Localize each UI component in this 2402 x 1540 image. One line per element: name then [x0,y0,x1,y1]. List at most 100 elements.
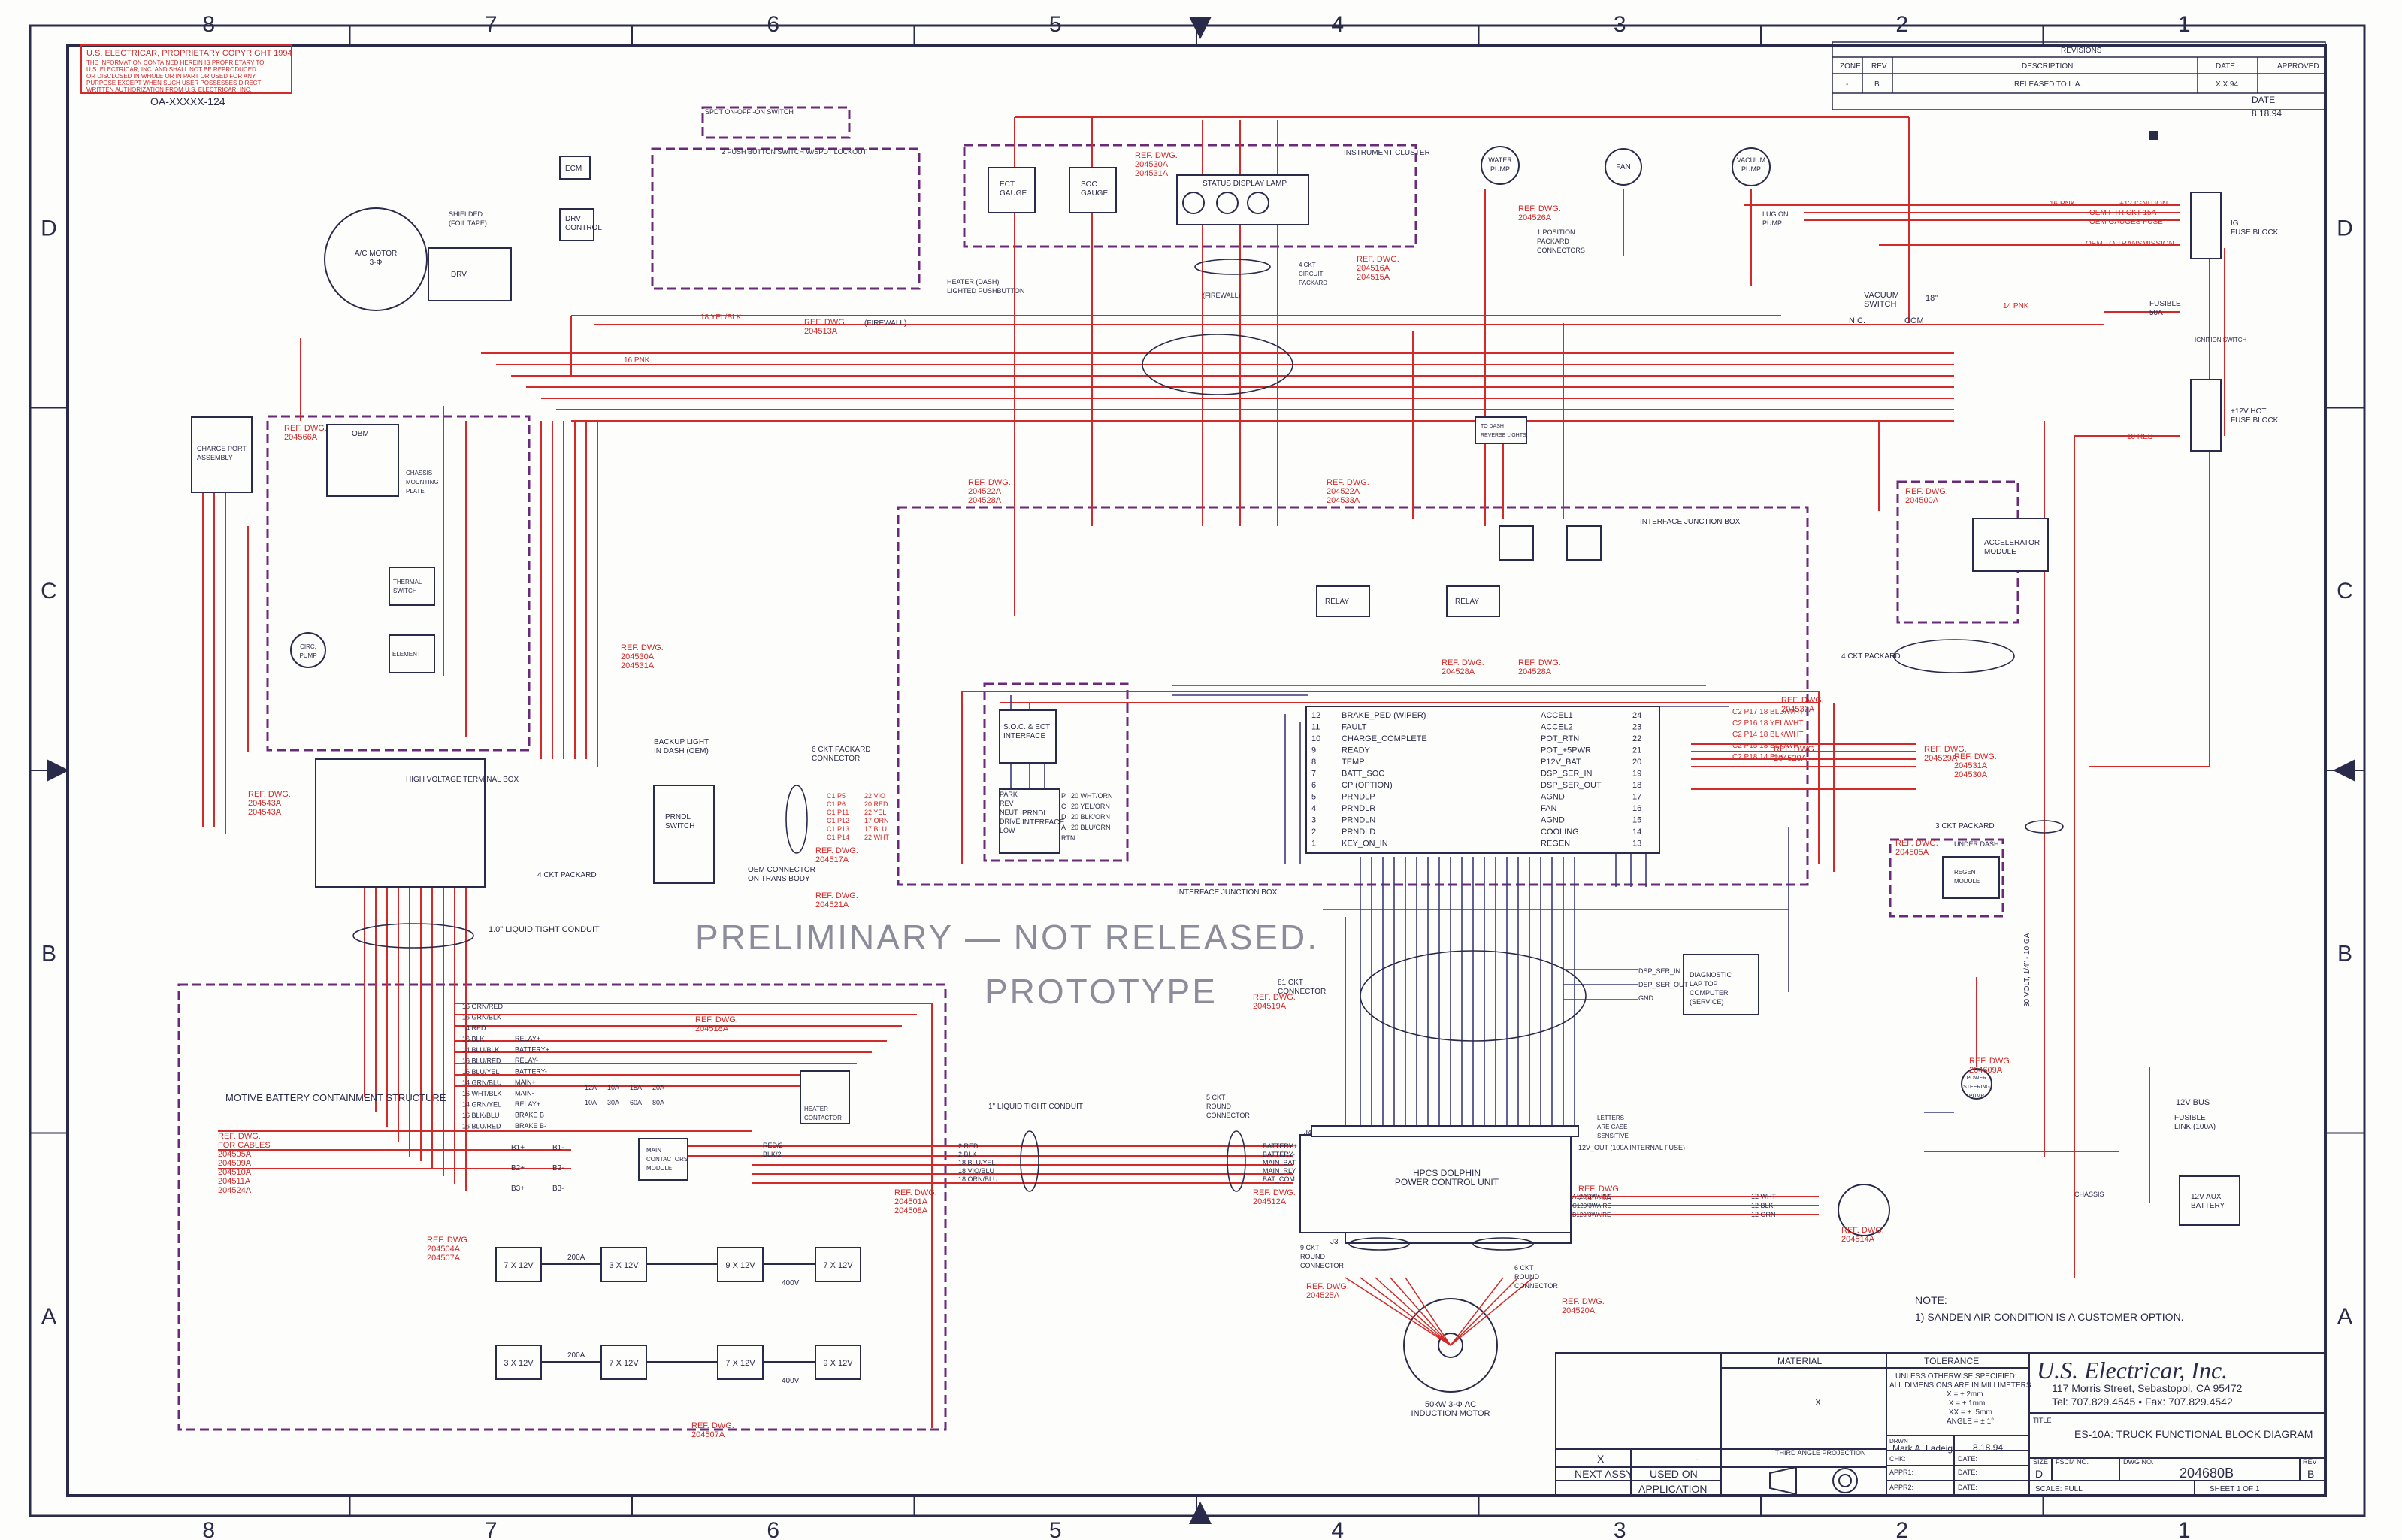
battery-pack-box [717,1345,764,1380]
interface-pin-label: CP (OPTION) [1342,781,1393,790]
label-circuit-4: PACKARD [1299,280,1327,286]
battery-pin: BRAKE B+ [515,1112,548,1119]
interface-pin-label: P12V_BAT [1541,758,1581,767]
prndl-wire: 20 YEL/ORN [1071,803,1110,810]
tb-tol2: .X = ± 1mm [1947,1399,1985,1408]
packard-pin: C1 P12 [827,817,849,824]
fuse-200a: 200A [567,1254,585,1262]
relay-2-box [1446,585,1500,617]
firewall-label: (FIREWALL) [864,319,906,328]
water-pump-icon [1481,146,1520,185]
conduit-ellipses [352,259,2064,1251]
rev-h-zone: ZONE [1840,62,1861,71]
zone-label-top-7: 7 [485,12,498,37]
fuse-amp: 30A [607,1099,619,1106]
battery-pin: MAIN- [515,1090,534,1097]
zone-label-left-A: A [41,1304,56,1329]
copyright-heading: U.S. ELECTRICAR, PROPRIETARY COPYRIGHT 1… [86,49,292,58]
diag-pin: DSP_SER_IN [1638,967,1680,975]
battery-pack-label: 7 X 12V [725,1359,755,1368]
ref-dwg-label: REF. DWG. [1306,1282,1349,1291]
tb-unless: UNLESS OTHERWISE SPECIFIED: [1895,1372,2017,1381]
prndl-wire: 20 BLU/ORN [1071,824,1111,831]
label-thermal-switch: THERMAL [393,579,422,585]
label-shielded: (FOIL TAPE) [449,219,487,227]
interface-pin-number: 5 [1311,793,1316,802]
label-ac-motor: A/C MOTOR [355,250,397,258]
ref-dwg-label: 204543A [248,799,282,808]
interface-pin-number: 24 [1632,711,1641,720]
revisions-title: REVISIONS [2061,47,2102,55]
label-vacuum-pump: PUMP [1741,165,1761,173]
vacuum-com: COM [1904,316,1924,325]
zone-label-top-6: 6 [767,12,779,37]
prndl-label: LOW [1000,827,1015,834]
label-ect-gauge: GAUGE [1000,189,1027,198]
zone-label-top-5: 5 [1049,12,1062,37]
j4-header [1311,1125,1579,1137]
label-fusible-50a: 50A [2149,309,2163,317]
zone-label-top-3: 3 [1614,12,1626,37]
tb-size: D [2035,1468,2043,1480]
label-thermal-switch: SWITCH [393,588,417,595]
interface-pin-label: READY [1342,746,1371,755]
rev-zone: - [1846,80,1848,89]
zone-label-bottom-1: 1 [2178,1518,2191,1540]
vacuum-inch: 18" [1926,294,1938,303]
diag-pin: DSP_SER_OUT [1638,981,1689,988]
battery-wire: 14 RED [462,1024,486,1032]
ref-dwg-label: 204521A [815,900,849,909]
label-liquid-tight-top: 1.0" LIQUID TIGHT CONDUIT [489,925,600,934]
doc-number: OA-XXXXX-124 [150,95,225,107]
ref-dwg-label: REF. DWG. [1518,658,1561,667]
vacuum-pump-icon [1732,147,1771,186]
hv-terminal-box [315,758,486,888]
zone-label-left-D: D [41,216,57,241]
label-ect-gauge: ECT [1000,180,1015,189]
ecm-box [559,156,591,180]
wire-yel: 18 YEL/BLK [700,313,742,322]
label-prndl-interface: PRNDL [1022,809,1048,818]
ref-dwg-label: REF. DWG. [1135,151,1178,160]
label-heater-btn: HEATER (DASH) [947,278,999,286]
hpcs-pin: MAIN_BAT [1263,1159,1296,1166]
ref-dwg-label: REF. DWG. [1895,839,1938,848]
interface-pin-number: 14 [1632,827,1641,837]
copyright-line: THE INFORMATION CONTAINED HEREIN IS PROP… [86,59,264,66]
interface-pin-number: 9 [1311,746,1316,755]
motor-out-pin: C120/3WAIRE [1572,1203,1611,1209]
ref-dwg-label: REF. DWG. [1578,1184,1621,1194]
firewall-label: (FIREWALL) [1203,292,1241,299]
zone-label-right-A: A [2337,1304,2352,1329]
label-ckt-connector-81: 81 CKT [1278,979,1303,987]
title-block-text: MATERIAL TOLERANCE UNLESS OTHERWISE SPEC… [1575,1356,2317,1495]
copyright-lines: THE INFORMATION CONTAINED HEREIN IS PROP… [86,59,264,93]
contactor-wire: BLK/2 [763,1151,782,1158]
prndl-label: DRIVE [1000,818,1021,825]
hpcs-wire: 18 VIO/BLU [958,1167,994,1175]
label-soc-gauge: GAUGE [1081,189,1108,198]
label-aux-battery: BATTERY [2191,1202,2225,1210]
label-chassis-plate: MOUNTING [406,479,439,486]
label-letters: LETTERS [1597,1115,1624,1121]
fuse-amp: 10A [607,1084,619,1091]
interface-pin-number: 11 [1311,723,1320,732]
label-charge-port: ASSEMBLY [197,454,233,461]
label-conn-j3: J3 [1330,1238,1339,1246]
label-power-steering: PUMP [1969,1094,1985,1099]
zone-ticks [30,26,2364,1516]
ref-dwg-label: REF. DWG. [427,1236,470,1245]
rev-desc: RELEASED TO L.A. [2014,80,2082,89]
fuse-amp: 60A [630,1099,642,1106]
soc-ect-box [999,709,1057,764]
zone-label-top-4: 4 [1331,12,1344,37]
ref-dwg-label: 204500A [1905,496,1939,505]
interface-pin-number: 1 [1311,840,1316,849]
interface-pin-label: PRNDLN [1342,816,1375,825]
tb-next-assy: NEXT ASSY [1575,1468,1633,1480]
battery-wire: 14 GRN/BLU [462,1079,502,1087]
label-instrument-cluster: INSTRUMENT CLUSTER [1344,149,1430,157]
interface-pin-label: PRNDLR [1342,804,1375,813]
label-chassis-plate: PLATE [406,488,425,495]
tb-next-assy-val: X [1597,1453,1605,1465]
